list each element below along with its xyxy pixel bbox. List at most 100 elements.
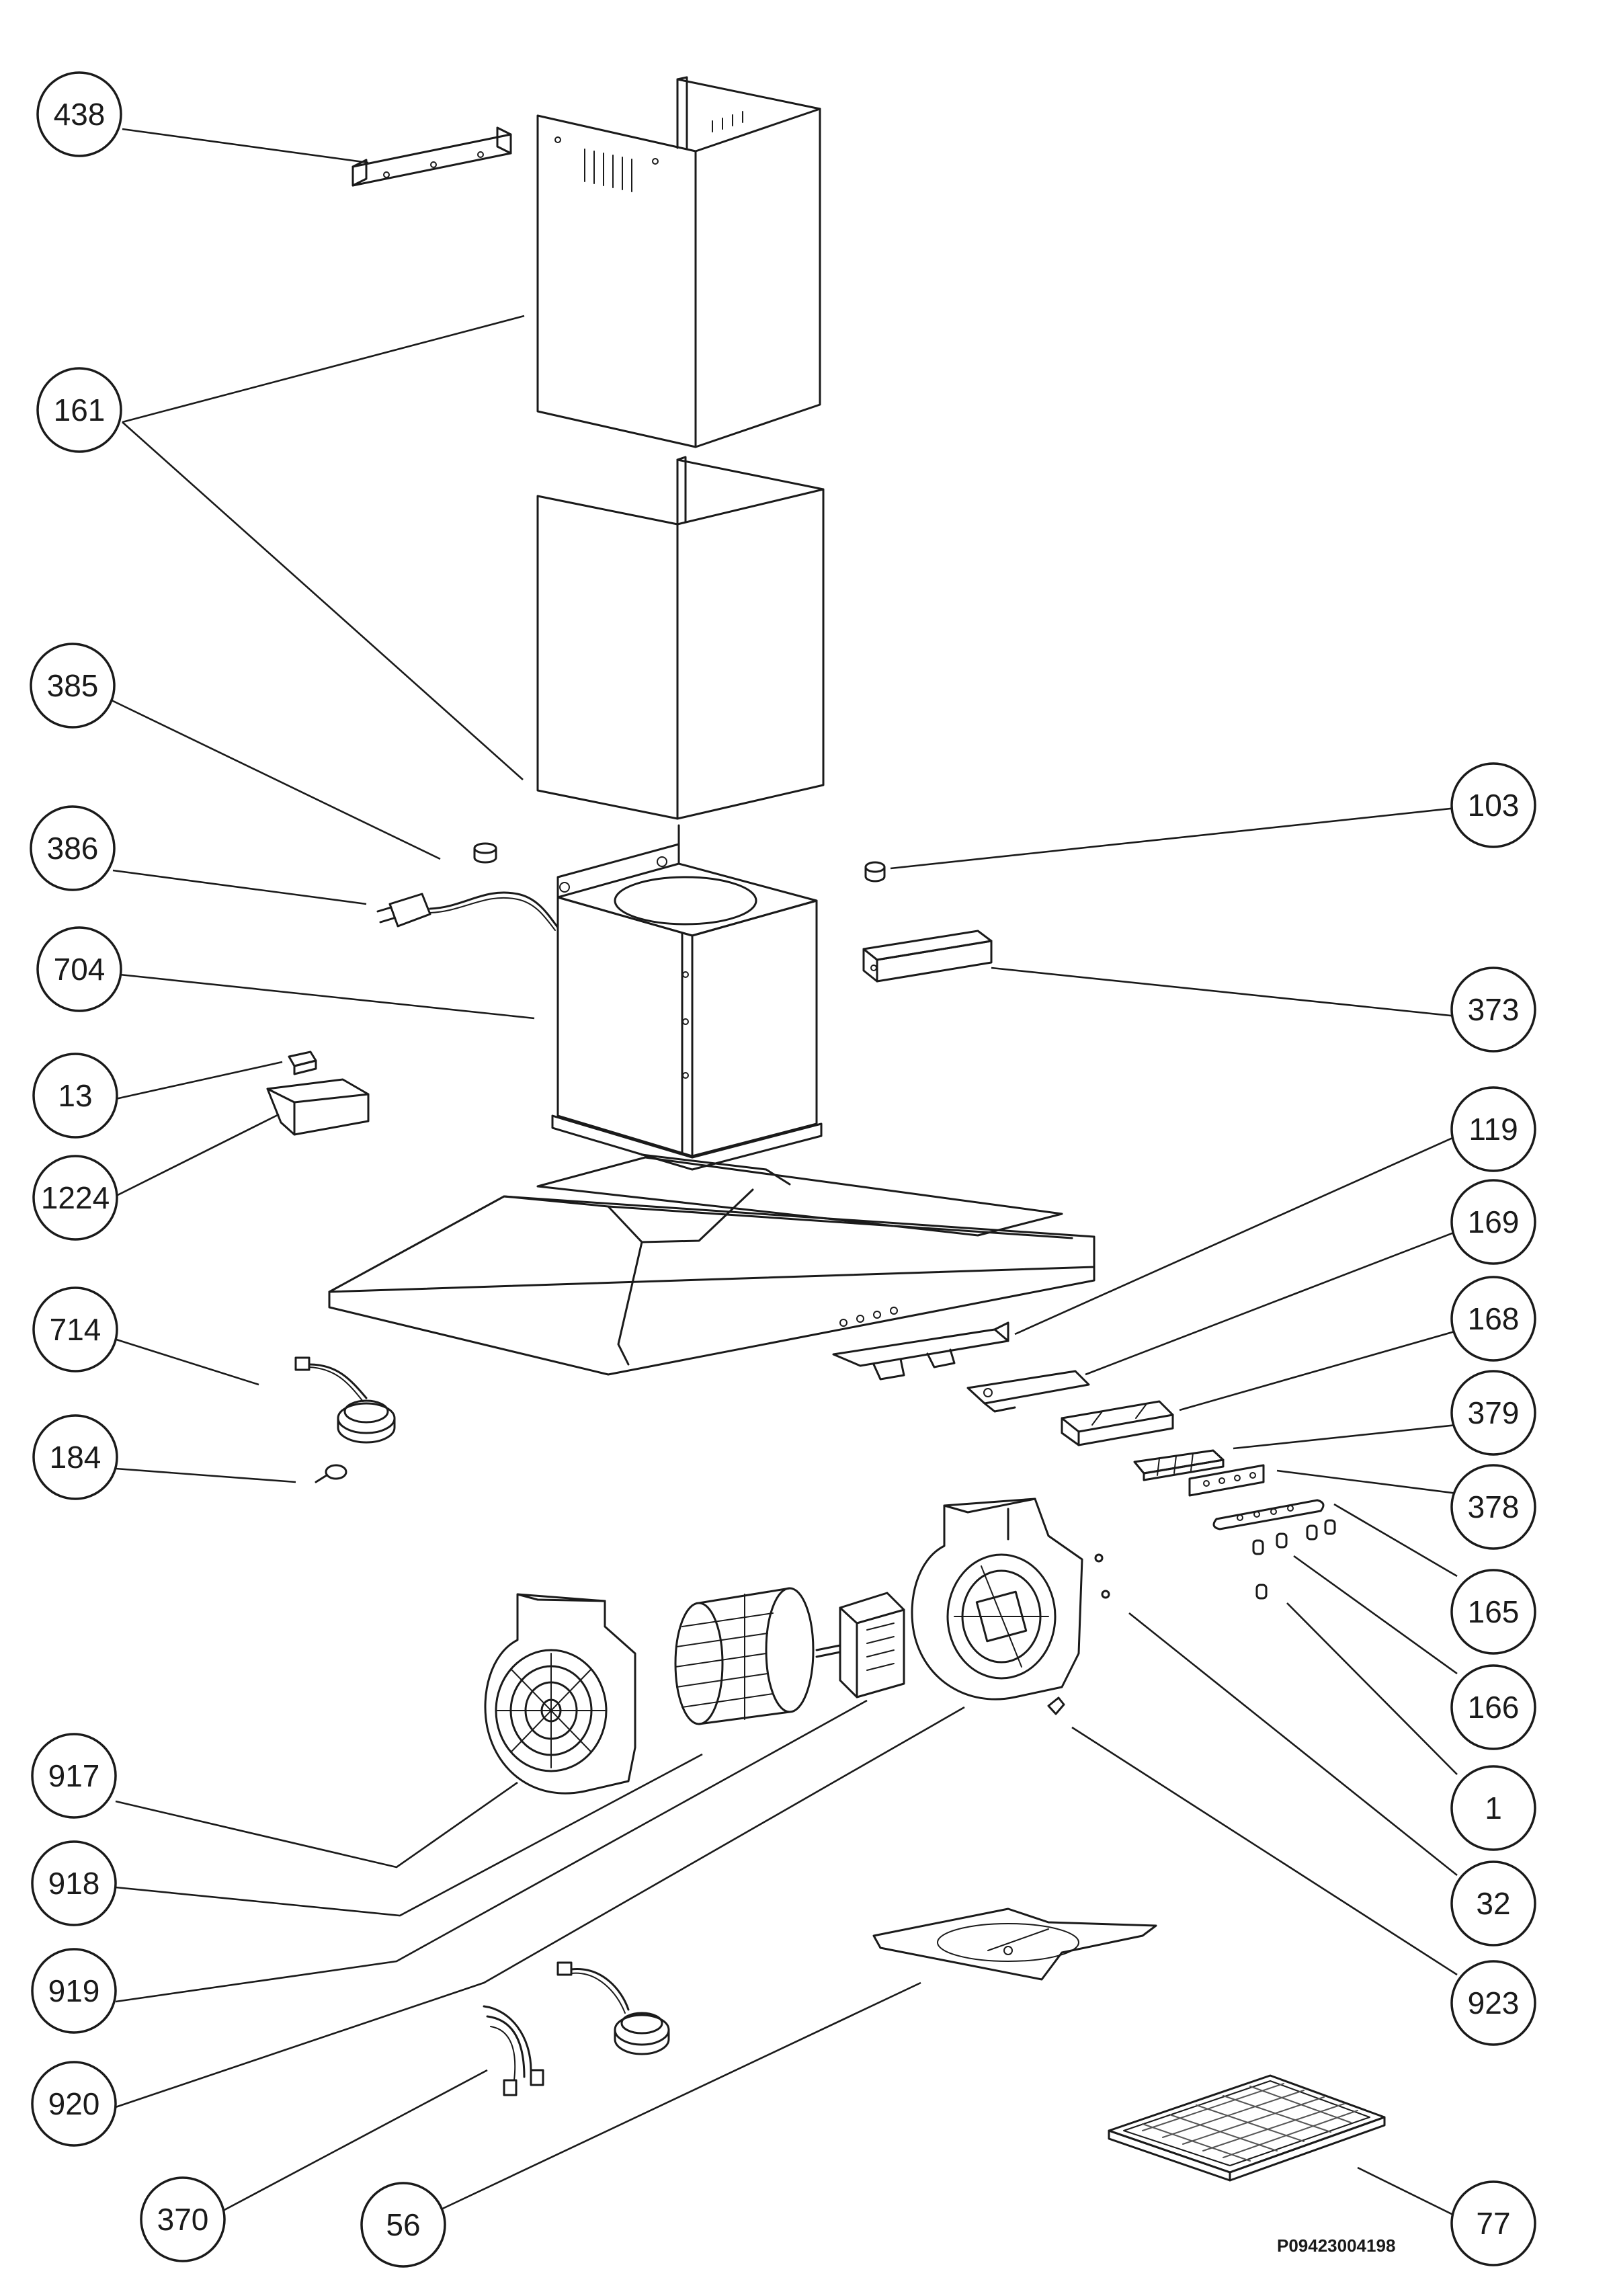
svg-text:370: 370: [157, 2202, 209, 2237]
callout-56: 56: [360, 2182, 446, 2268]
callout-438: 438: [36, 71, 122, 157]
part-upper-chimney: [536, 76, 821, 448]
part-button-single: [1255, 1584, 1268, 1600]
leader-166: [1293, 1555, 1458, 1675]
part-fan-housing-right: [911, 1498, 1083, 1700]
part-power-cord: [376, 891, 559, 931]
callout-920: 920: [31, 2061, 117, 2147]
svg-text:103: 103: [1468, 788, 1520, 823]
part-connector: [288, 1051, 317, 1075]
leader-370: [221, 2069, 488, 2213]
callout-184: 184: [32, 1414, 118, 1500]
leader-704: [119, 973, 535, 1020]
svg-text:714: 714: [50, 1312, 101, 1347]
leader-1: [1286, 1602, 1458, 1775]
part-lamp-holder-lower: [556, 1961, 670, 2055]
leader-13: [115, 1061, 283, 1100]
leader-1224: [117, 1113, 280, 1196]
part-lamp-holder: [294, 1356, 396, 1444]
svg-text:165: 165: [1468, 1594, 1520, 1629]
callout-1224: 1224: [32, 1155, 118, 1241]
svg-text:920: 920: [48, 2086, 100, 2121]
leader-923: [1071, 1726, 1458, 1976]
svg-text:169: 169: [1468, 1204, 1520, 1239]
callout-165: 165: [1450, 1569, 1536, 1655]
part-control-box: [1061, 1400, 1174, 1446]
leader-379: [1233, 1424, 1458, 1450]
svg-text:119: 119: [1469, 1112, 1518, 1147]
leader-920: [115, 1706, 965, 2108]
part-clip: [473, 842, 497, 864]
part-switch-block: [1133, 1449, 1225, 1481]
leader-119: [1014, 1135, 1458, 1336]
callout-13: 13: [32, 1053, 118, 1139]
svg-text:168: 168: [1468, 1301, 1520, 1336]
callout-32: 32: [1450, 1860, 1536, 1946]
callout-919: 919: [31, 1948, 117, 2034]
svg-text:386: 386: [47, 831, 99, 866]
leader-161b: [122, 421, 524, 780]
leader-438: [122, 128, 369, 164]
callout-379: 379: [1450, 1370, 1536, 1456]
part-screws: [1094, 1553, 1110, 1599]
part-front-panel: [1188, 1464, 1265, 1497]
drawing-number: P09423004198: [1277, 2236, 1395, 2256]
part-buttons: [1252, 1519, 1336, 1555]
part-lower-chimney: [536, 456, 825, 820]
leader-56: [436, 1981, 921, 2213]
part-hood-canopy: [328, 1153, 1095, 1376]
svg-text:923: 923: [1468, 1985, 1520, 2020]
svg-text:917: 917: [48, 1758, 100, 1793]
part-cover-plate: [1212, 1499, 1325, 1530]
callout-169: 169: [1450, 1179, 1536, 1265]
svg-text:378: 378: [1468, 1489, 1520, 1524]
svg-text:32: 32: [1476, 1886, 1510, 1921]
callout-bubbles: 438 161 385 386 704 13 1224 714 184 917 …: [30, 71, 1536, 2268]
part-transformer: [862, 930, 993, 983]
callout-373: 373: [1450, 967, 1536, 1053]
svg-text:919: 919: [48, 1973, 100, 2008]
part-pcb-board: [966, 1370, 1090, 1413]
svg-text:184: 184: [50, 1440, 101, 1475]
callout-1: 1: [1450, 1765, 1536, 1851]
leader-386: [112, 869, 367, 905]
svg-text:1: 1: [1485, 1791, 1502, 1826]
part-motor-housing: [551, 824, 823, 1171]
svg-text:438: 438: [54, 97, 106, 132]
callout-103: 103: [1450, 762, 1536, 848]
part-impeller: [674, 1587, 815, 1725]
callout-386: 386: [30, 805, 116, 891]
leader-378: [1276, 1469, 1458, 1495]
leader-184: [115, 1467, 296, 1483]
part-motor: [815, 1592, 905, 1698]
leader-919: [115, 1699, 868, 2003]
part-fan-housing-left: [484, 1593, 636, 1795]
svg-text:373: 373: [1468, 992, 1520, 1027]
part-control-bracket: [832, 1321, 1009, 1381]
leader-169: [1085, 1230, 1458, 1376]
leader-385: [108, 698, 441, 860]
svg-text:704: 704: [54, 952, 106, 987]
callout-385: 385: [30, 643, 116, 729]
leader-103: [890, 807, 1458, 870]
leader-77: [1357, 2166, 1458, 2218]
svg-text:918: 918: [48, 1866, 100, 1901]
part-bracket-box: [266, 1078, 370, 1136]
callout-370: 370: [140, 2176, 226, 2262]
callout-168: 168: [1450, 1276, 1536, 1362]
part-wiring: [483, 2005, 544, 2096]
svg-text:13: 13: [58, 1078, 92, 1113]
svg-text:161: 161: [54, 393, 106, 427]
callout-119: 119: [1450, 1086, 1536, 1172]
svg-text:385: 385: [47, 668, 99, 703]
leader-918: [115, 1753, 703, 1917]
part-bulb: [315, 1464, 347, 1483]
leader-168: [1179, 1329, 1458, 1411]
svg-text:1224: 1224: [41, 1180, 110, 1215]
callout-166: 166: [1450, 1664, 1536, 1750]
callout-704: 704: [36, 926, 122, 1012]
callout-918: 918: [31, 1840, 117, 1926]
part-bulb-holder: [864, 861, 886, 883]
leader-165: [1333, 1503, 1458, 1577]
